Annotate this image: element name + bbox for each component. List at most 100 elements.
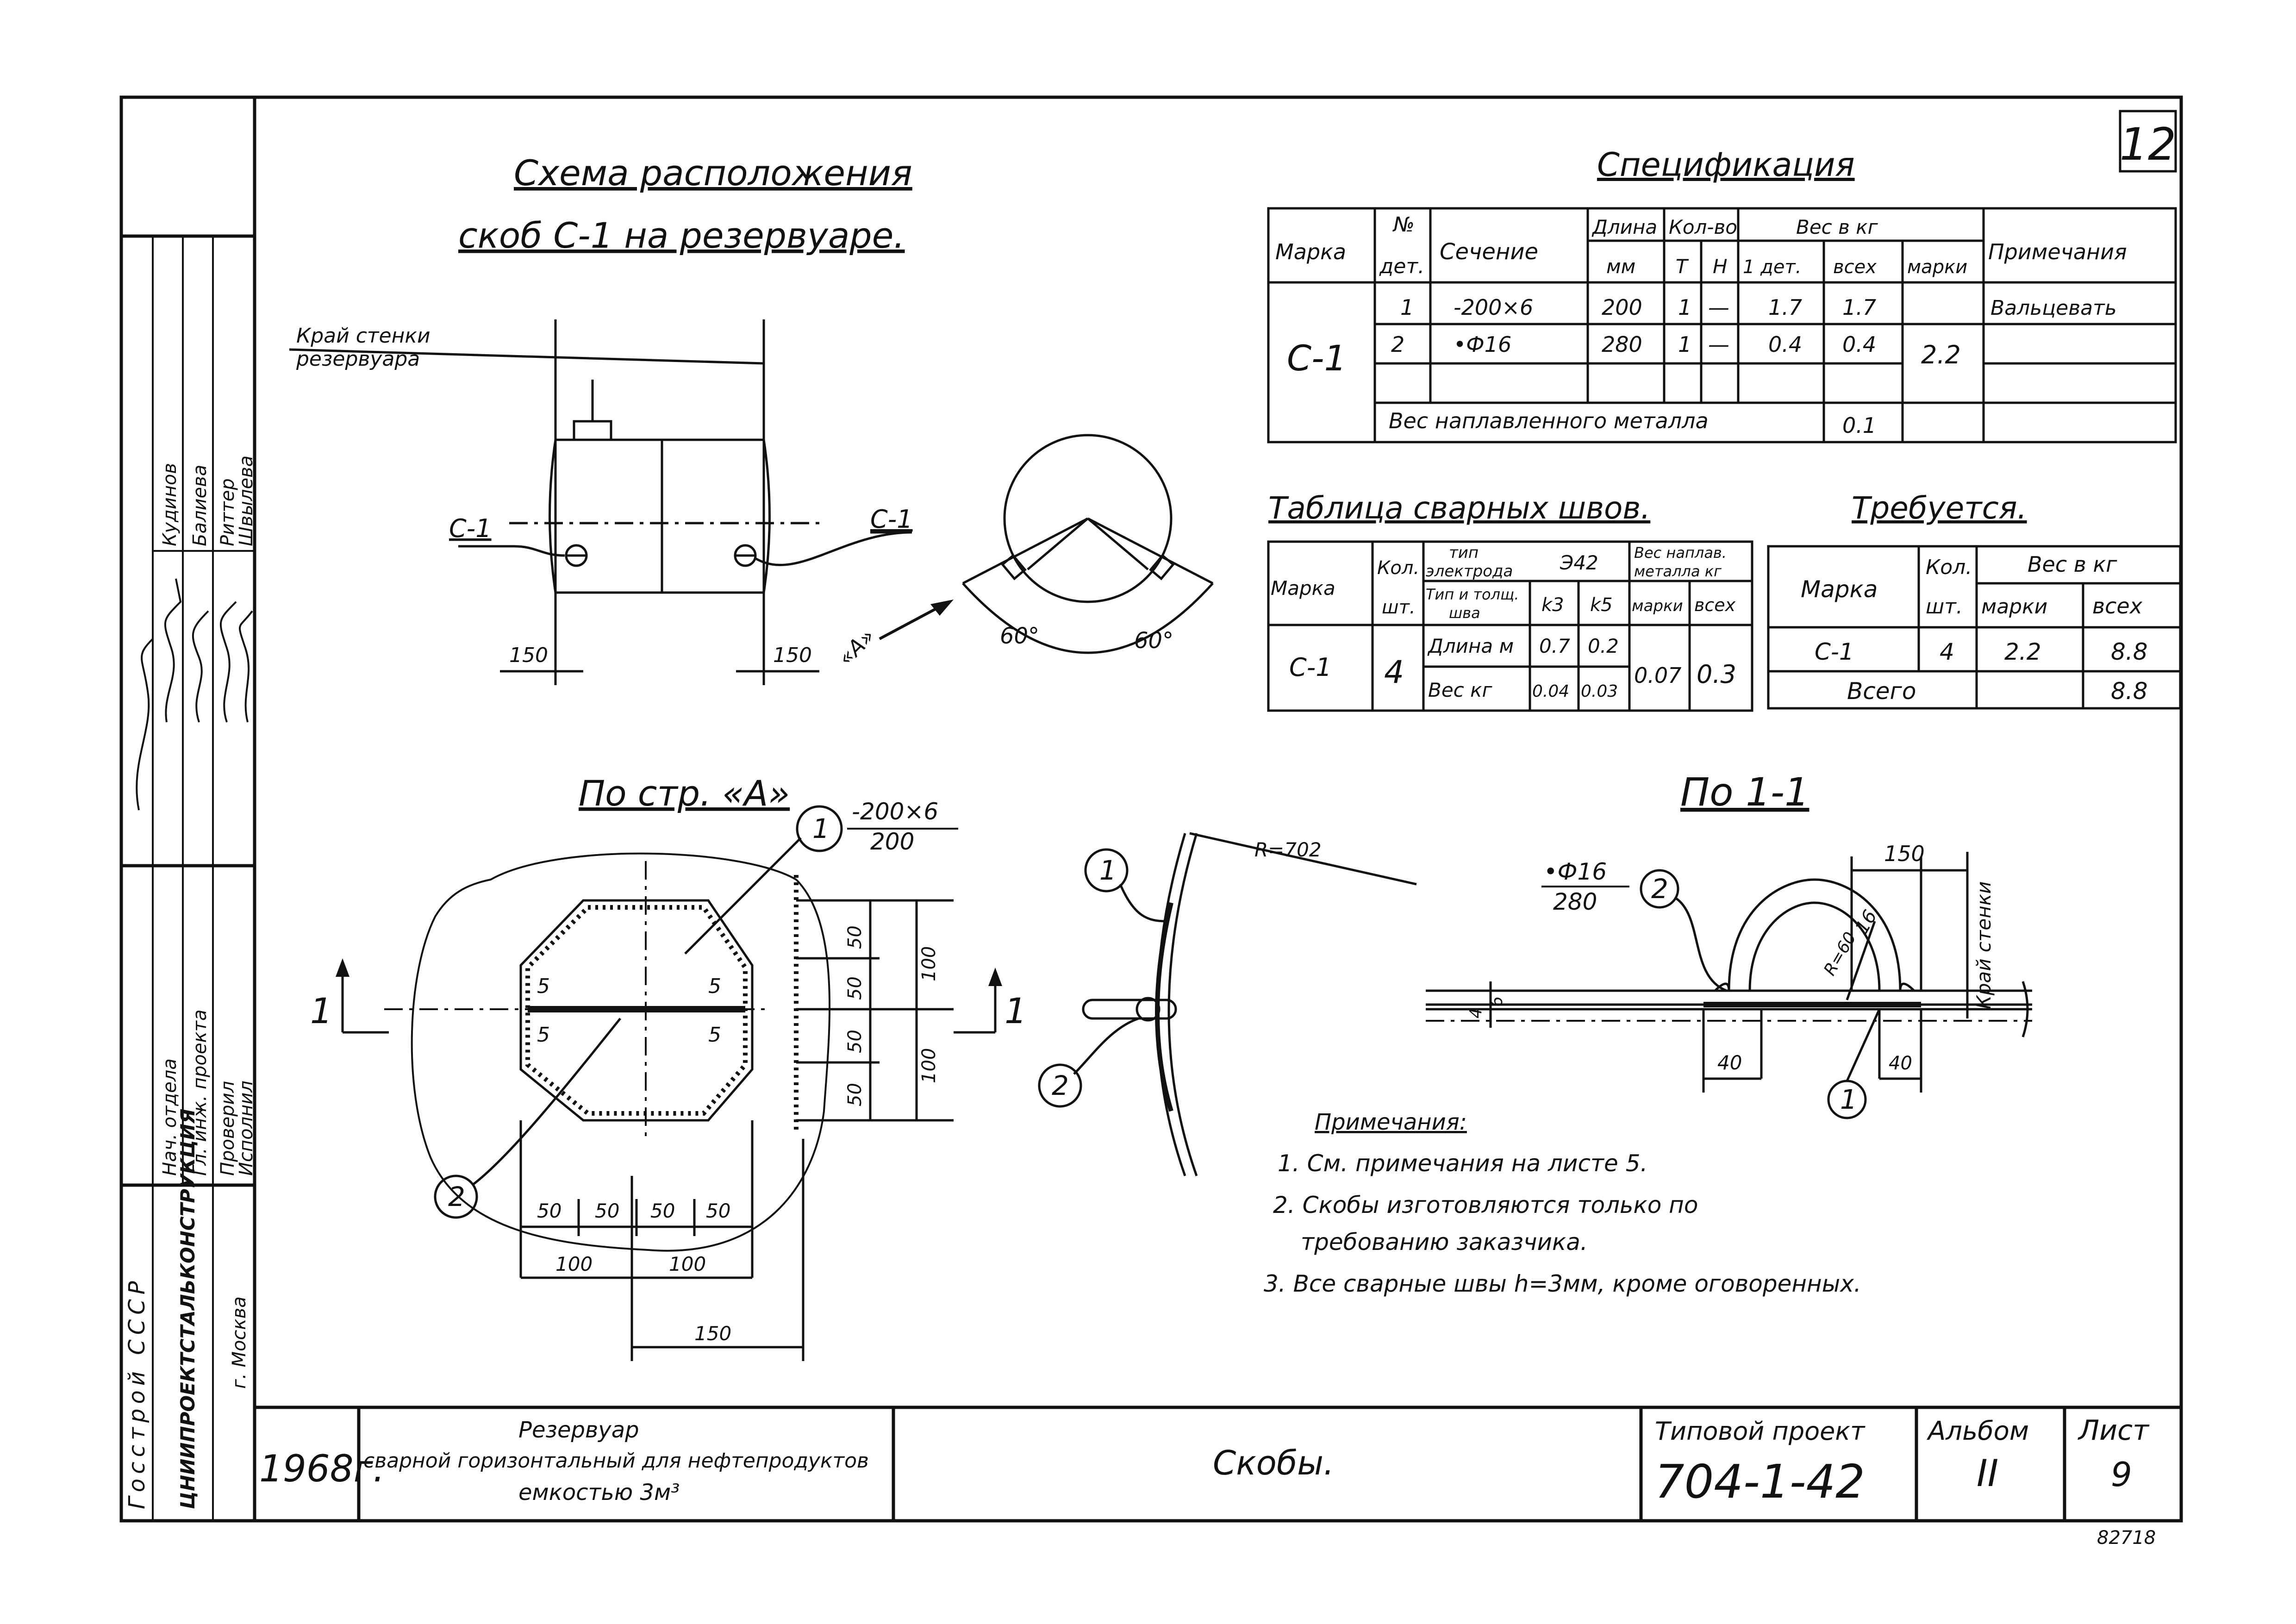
scheme-view-arrow: «А»: [833, 624, 880, 670]
required-section: Требуется. Марка Кол. шт. Вес в кг марки…: [1767, 490, 2182, 710]
required-mark: С-1: [1815, 638, 1854, 665]
tank-end-view: [879, 434, 1214, 654]
spec-mark-weight: 2.2: [1921, 340, 1961, 369]
stamp-role-head: Нач. отдела: [159, 1058, 181, 1176]
view-a-dim-50-h4: 50: [706, 1199, 730, 1222]
view-11-dim-4: 4: [1466, 1008, 1485, 1018]
weld-table-grid: [1267, 540, 1753, 712]
stamp-role-author: Исполнил: [236, 1081, 257, 1176]
spec-title: Спецификация: [1597, 146, 1855, 184]
title-block: 1968г. Резервуар сварной горизонтальный …: [255, 1405, 2181, 1521]
stamp-person-4: Швылева: [236, 456, 257, 546]
spec-weld-metal-label: Вес наплавленного металла: [1389, 408, 1709, 433]
stamp-person-2: Балиева: [189, 465, 211, 546]
scheme-title-line1: Схема расположения: [514, 152, 912, 194]
spec-row1-length: 200: [1602, 295, 1642, 320]
spec-h-w-mark: марки: [1907, 256, 1967, 278]
view-a-weld-5c: 5: [537, 1023, 550, 1047]
required-table-grid: [1767, 545, 2182, 710]
view-a-cut-arrow-left: [336, 958, 349, 977]
note-3: 3. Все сварные швы h=3мм, кроме оговорен…: [1264, 1270, 1861, 1297]
spec-row2-wall: 0.4: [1842, 332, 1876, 357]
spec-h-no-2: дет.: [1379, 255, 1424, 278]
view-a-dim-50-v1: 50: [844, 925, 866, 949]
spec-row1-n: —: [1708, 295, 1729, 320]
note-1: 1. См. примечания на листе 5.: [1278, 1150, 1647, 1177]
view-a-drawing: [341, 805, 997, 1361]
view-a-weld-5b: 5: [708, 974, 721, 998]
spec-row1-wall: 1.7: [1842, 295, 1876, 320]
weld-len-label: Длина м: [1427, 635, 1514, 657]
sheet-number: 12: [2120, 119, 2176, 170]
view-11-section: По 1-1: [1426, 769, 2032, 1119]
weld-h-k5: k5: [1590, 594, 1613, 616]
weld-h-k3: k3: [1541, 594, 1564, 616]
spec-h-length-2: мм: [1606, 255, 1635, 278]
weld-h-qty-1: Кол.: [1377, 557, 1419, 579]
required-qty: 4: [1940, 638, 1954, 665]
tank-side-view: [289, 319, 912, 685]
stamp-role-chief-eng: Гл. инж. проекта: [189, 1010, 211, 1176]
view-a-cut-right: 1: [1004, 990, 1027, 1031]
weld-w-label: Вес кг: [1428, 679, 1492, 701]
required-h-qty-1: Кол.: [1926, 556, 1972, 579]
spec-section: Спецификация Марка № дет. Сечение Длина …: [1267, 146, 2177, 443]
required-total-value: 8.8: [2111, 678, 2148, 705]
view-a-dim-100-h1: 100: [555, 1253, 593, 1275]
stamp-org-gosstroy: Госстрой СССР: [124, 1276, 150, 1509]
spec-row2-t: 1: [1678, 332, 1691, 357]
spec-row1-t: 1: [1678, 295, 1691, 320]
spec-row2-section: •Ф16: [1454, 332, 1511, 357]
view-arrow-head: [930, 600, 954, 616]
view-a-leader1: 1: [812, 813, 830, 844]
weld-h-weld-2: металла кг: [1634, 562, 1722, 580]
tb-sheet-label: Лист: [2078, 1414, 2150, 1447]
view-11-leader2: 2: [1651, 873, 1668, 905]
weld-qty: 4: [1384, 654, 1404, 691]
spec-mark: С-1: [1287, 337, 1347, 379]
view-11-drawing: [1426, 852, 2032, 1119]
spec-row1-note: Вальцевать: [1990, 296, 2117, 320]
scheme-dim-left: 150: [509, 643, 548, 667]
spec-h-notes: Примечания: [1988, 239, 2127, 264]
view-a-dim-50-v2: 50: [844, 976, 866, 1000]
view-11-dim-6: 6: [1487, 996, 1506, 1007]
view-a-dim-50-h3: 50: [650, 1199, 675, 1222]
required-h-w-mark: марки: [1981, 595, 2047, 618]
view-a-cut-arrow-right: [988, 968, 1002, 986]
stamp-role-checked: Проверил: [217, 1081, 238, 1176]
weld-h-type-2: шва: [1449, 604, 1480, 622]
weld-h-mark: Марка: [1271, 577, 1335, 600]
weld-h-electrode-2: электрода: [1426, 562, 1513, 581]
required-h-mark: Марка: [1801, 576, 1878, 603]
tb-sheet-value: 9: [2111, 1455, 2132, 1494]
view-11-dim-150: 150: [1884, 841, 1925, 866]
scheme-mark-left: С-1: [449, 514, 492, 543]
section-radius: R=702: [1254, 838, 1322, 861]
weld-h-qty-2: шт.: [1382, 597, 1416, 618]
view-a-dim-50-v3: 50: [844, 1030, 866, 1053]
scheme-section: Схема расположения скоб С-1 на резервуар…: [289, 152, 1214, 685]
view-a-plate-top: -200×6: [852, 798, 938, 825]
note-2a: 2. Скобы изготовляются только по: [1273, 1192, 1698, 1218]
signatures: [136, 578, 253, 811]
sheet-frame: [119, 95, 2183, 1523]
stamp-person-3: Риттер: [217, 478, 238, 546]
weld-h-weld-all: всех: [1694, 595, 1736, 615]
spec-row1-no: 1: [1400, 295, 1414, 320]
required-h-weight: Вес в кг: [2028, 552, 2117, 577]
view-a-weld-5d: 5: [708, 1023, 721, 1047]
notes-section: Примечания: 1. См. примечания на листе 5…: [1264, 1109, 1861, 1297]
weld-mark: С-1: [1289, 653, 1332, 682]
tb-project-number: 704-1-42: [1655, 1455, 1865, 1509]
view-11-title: По 1-1: [1680, 769, 1809, 815]
stamp-org-institute: ЦНИИПРОЕКТСТАЛЬКОНСТРУКЦИЯ: [176, 1109, 199, 1509]
weld-w-all: 0.3: [1697, 660, 1736, 689]
view-a-dim-150: 150: [694, 1322, 731, 1345]
tb-year: 1968г.: [259, 1447, 385, 1490]
spec-h-qty-n: Н: [1713, 255, 1728, 278]
view-11-dim-r60: R=60: [1820, 929, 1860, 979]
stamp-person-1: Кудинов: [159, 463, 181, 546]
spec-h-w1: 1 дет.: [1743, 256, 1801, 278]
view-11-leader1: 1: [1840, 1084, 1857, 1115]
